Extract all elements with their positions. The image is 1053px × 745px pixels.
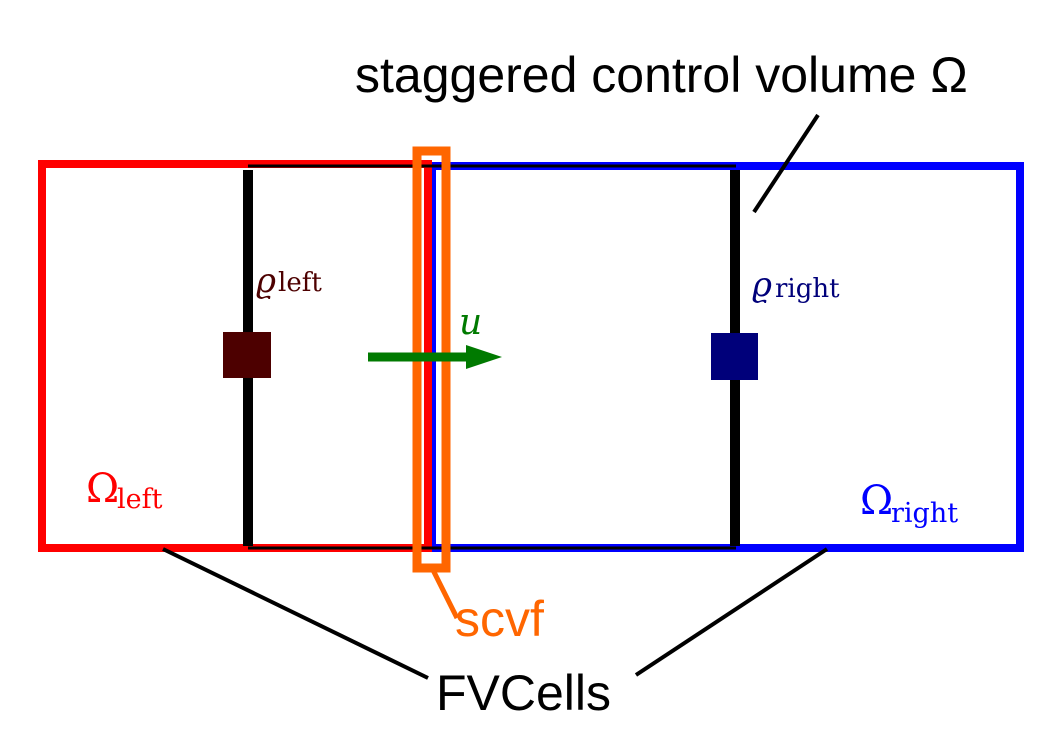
fvcells-label: FVCells [436, 665, 611, 721]
rho-right-label: ϱ [752, 265, 772, 305]
fvcells-leader-right [634, 547, 829, 677]
omega-left-label: Ω [86, 466, 119, 512]
omega-right-label: Ω [860, 478, 893, 524]
velocity-label: u [459, 302, 482, 343]
omega-right-subscript: right [891, 498, 958, 529]
scvf-label: scvf [455, 591, 544, 647]
omega-left-subscript: left [117, 484, 163, 515]
scvf-leader-line [429, 566, 460, 620]
title-label: staggered control volume Ω [355, 47, 968, 103]
rho-left-label: ϱ [256, 261, 276, 301]
fvcells-leader-left [162, 547, 429, 680]
rho-left-dof-square [223, 332, 271, 378]
velocity-arrow-head [466, 345, 502, 369]
rho-right-dof-square [711, 333, 758, 380]
rho-left-subscript: left [278, 268, 322, 298]
staggered-cv-leader-line [752, 113, 820, 214]
rho-right-subscript: right [775, 274, 840, 304]
